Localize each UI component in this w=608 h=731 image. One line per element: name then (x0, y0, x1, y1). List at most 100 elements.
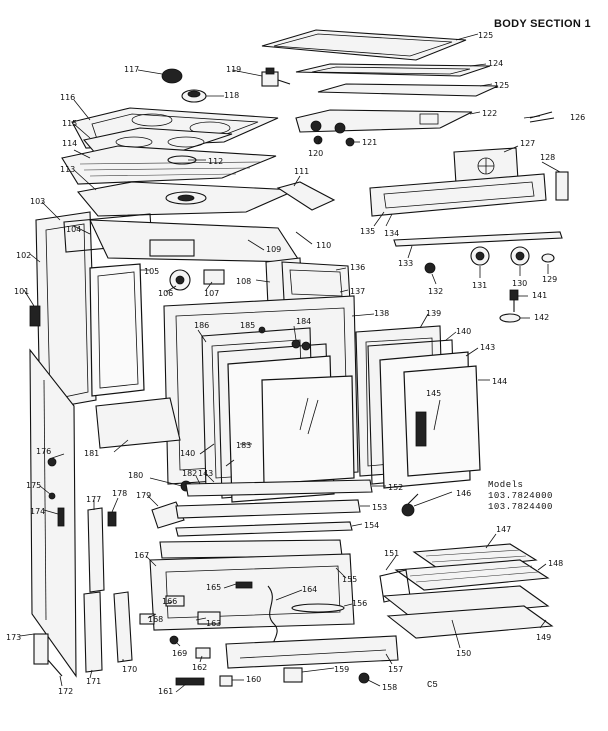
callout-124: 124 (488, 59, 503, 68)
callout-160: 160 (246, 675, 261, 684)
bracket-172 (33, 633, 63, 677)
side-panel-173 (29, 348, 77, 678)
knob-130 (510, 246, 530, 266)
callout-167: 167 (134, 551, 149, 560)
knob-129 (541, 253, 555, 263)
callout-183: 183 (236, 441, 251, 450)
bracket-166 (165, 595, 185, 607)
callout-114: 114 (62, 139, 77, 148)
callout-110: 110 (316, 241, 331, 250)
door-outer-right (403, 365, 481, 477)
callout-144: 144 (492, 377, 507, 386)
callout-172: 172 (58, 687, 73, 696)
callout-117: 117 (124, 65, 139, 74)
fastener-176 (47, 457, 57, 467)
door-glass-left-outer (261, 375, 355, 485)
callout-170: 170 (122, 665, 137, 674)
callout-133: 133 (398, 259, 413, 268)
models-block: Models 103.7824000 103.7824400 (488, 480, 553, 513)
fan-106 (169, 269, 191, 291)
part-159 (283, 667, 303, 683)
diagram-code: C5 (427, 680, 438, 690)
callout-145: 145 (426, 389, 441, 398)
fastener-174 (57, 507, 65, 527)
callout-115: 115 (62, 119, 77, 128)
callout-137: 137 (350, 287, 365, 296)
clip-178 (107, 511, 117, 527)
fastener-141 (509, 289, 519, 312)
top-glass-panel (261, 29, 467, 61)
callout-111: 111 (294, 167, 309, 176)
callout-163: 163 (206, 619, 221, 628)
cavity-136 (281, 261, 351, 303)
control-panel (295, 109, 473, 134)
bracket-128 (555, 171, 569, 201)
callout-147: 147 (496, 525, 511, 534)
oven-body-frame (29, 211, 97, 411)
knob-132 (424, 262, 436, 274)
strip-170 (113, 591, 133, 663)
callout-108: 108 (236, 277, 251, 286)
part-158 (358, 672, 370, 684)
callout-148: 148 (548, 559, 563, 568)
callout-143-left: 143 (198, 469, 213, 478)
strip-171 (83, 591, 103, 673)
callout-180: 180 (128, 471, 143, 480)
trim-133 (393, 231, 563, 247)
panel-105 (89, 263, 145, 397)
callout-103: 103 (30, 197, 45, 206)
callout-125: 125 (494, 81, 509, 90)
callout-135: 135 (360, 227, 375, 236)
bracket-162 (195, 647, 211, 659)
callout-116: 116 (60, 93, 75, 102)
rail-152 (185, 479, 373, 497)
callout-112: 112 (208, 157, 223, 166)
kick-plate-157 (225, 635, 399, 669)
callout-173: 173 (6, 633, 21, 642)
rack-148 (394, 559, 550, 591)
callout-151: 151 (384, 549, 399, 558)
bracket-111 (276, 181, 336, 211)
callout-132: 132 (428, 287, 443, 296)
callout-153: 153 (372, 503, 387, 512)
insulation-pad (61, 145, 277, 185)
callout-118: 118 (224, 91, 239, 100)
callout-161: 161 (158, 687, 173, 696)
fastener-142 (499, 313, 521, 323)
drawer-box-167 (149, 553, 355, 631)
callout-139: 139 (426, 309, 441, 318)
leader-lines (19, 33, 561, 693)
callout-184: 184 (296, 317, 311, 326)
top-trim-strip-2 (317, 83, 499, 97)
backsplash (369, 173, 547, 217)
callout-labels: 101 102 103 104 105 106 107 108 109 110 … (6, 31, 585, 696)
cavity-top (89, 219, 302, 263)
knob-117 (161, 68, 183, 84)
bracket-163 (197, 611, 221, 625)
callout-179: 179 (136, 491, 151, 500)
callout-168: 168 (148, 615, 163, 624)
callout-130: 130 (512, 279, 527, 288)
callout-140-right: 140 (456, 327, 471, 336)
callout-154: 154 (364, 521, 379, 530)
burner-box (76, 181, 297, 217)
callout-125-top: 125 (478, 31, 493, 40)
rack-149 (386, 605, 554, 639)
callout-186: 186 (194, 321, 209, 330)
models-heading: Models (488, 480, 524, 490)
callout-134: 134 (384, 229, 399, 238)
callout-127: 127 (520, 139, 535, 148)
model-number-1: 103.7824000 (488, 491, 553, 501)
callout-152: 152 (388, 483, 403, 492)
callout-129: 129 (542, 275, 557, 284)
callout-149: 149 (536, 633, 551, 642)
knob-118 (181, 89, 207, 103)
bracket-184 (291, 339, 311, 351)
model-number-2: 103.7824400 (488, 502, 553, 512)
callout-156: 156 (352, 599, 367, 608)
callout-178: 178 (112, 489, 127, 498)
callout-143-right: 143 (480, 343, 495, 352)
callout-166: 166 (162, 597, 177, 606)
callout-105: 105 (144, 267, 159, 276)
section-title: BODY SECTION 1 (494, 18, 591, 30)
